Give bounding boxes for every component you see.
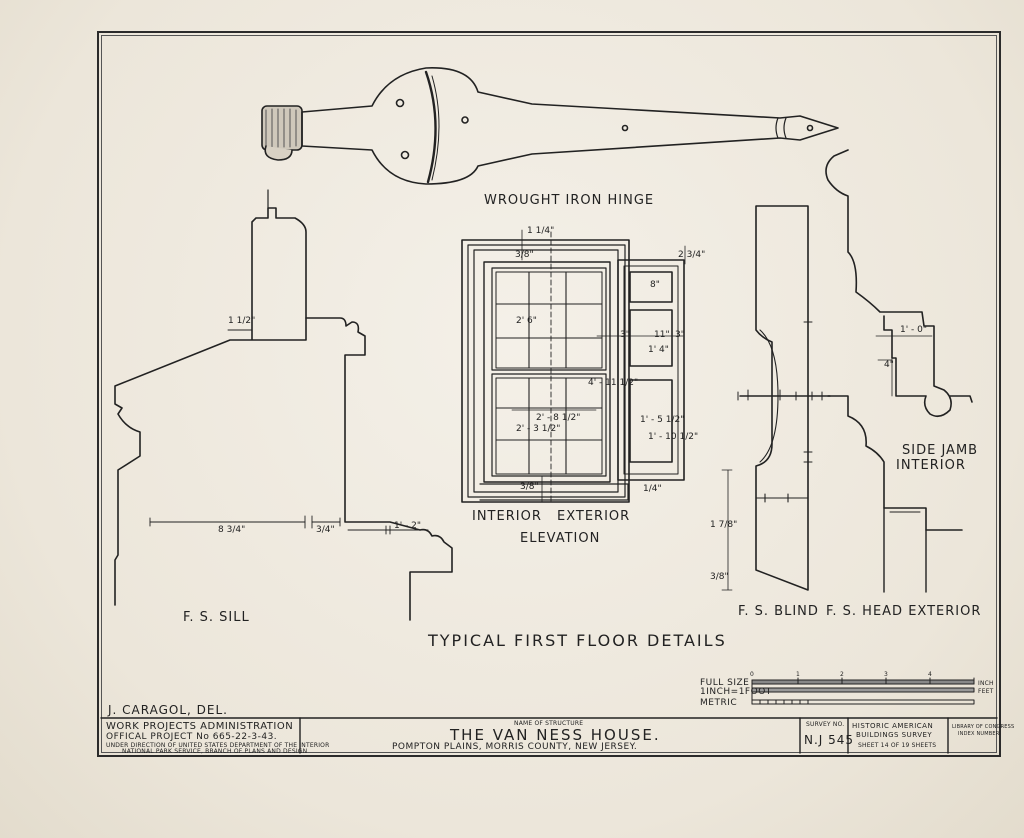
dim-elev-2-3: 2' - 3 1/2" xyxy=(516,424,561,434)
wpa-project: OFFICAL PROJECT No 665-22-3-43. xyxy=(106,732,278,742)
survey-caption: SURVEY NO. xyxy=(806,721,845,728)
index-caption: INDEX NUMBER xyxy=(958,731,1000,737)
dim-head-4: 4" xyxy=(884,360,894,370)
dim-elev-1-1-4: 1 1/4" xyxy=(527,226,555,236)
sheet-caption: TYPICAL FIRST FLOOR DETAILS xyxy=(428,631,727,650)
blind-label: F. S. BLIND xyxy=(738,604,819,619)
structure-location: POMPTON PLAINS, MORRIS COUNTY, NEW JERSE… xyxy=(392,742,638,752)
scale-metric: METRIC xyxy=(700,698,738,708)
sill-section xyxy=(114,189,453,621)
blind-section xyxy=(721,205,831,591)
sill-label: F. S. SILL xyxy=(183,610,250,625)
elevation-interior-label: INTERIOR xyxy=(472,509,542,524)
scale-tick-0: 0 xyxy=(750,671,755,678)
dim-elev-2-3-4: 2 3/4" xyxy=(678,250,706,260)
dim-elev-1-10: 1' - 10 1/2" xyxy=(648,432,699,442)
wpa-title: WORK PROJECTS ADMINISTRATION xyxy=(106,721,294,732)
dim-elev-2-6: 2' 6" xyxy=(516,316,537,326)
wrought-iron-hinge xyxy=(261,67,839,185)
scale-tick-2: 2 xyxy=(840,671,845,678)
dim-elev-1-5: 1' - 5 1/2" xyxy=(640,415,685,425)
graphic-scales xyxy=(751,677,975,705)
dim-sill-8-3-4: 8 3/4" xyxy=(218,525,246,535)
library-caption: LIBRARY OF CONGRESS xyxy=(952,724,1015,730)
dim-blind-1-7-8: 1 7/8" xyxy=(710,520,738,530)
scale-tick-4: 4 xyxy=(928,671,933,678)
side-jamb-sublabel: INTERIOR xyxy=(896,458,966,473)
dim-sill-3-4: 3/4" xyxy=(316,525,335,535)
dim-blind-3-8: 3/8" xyxy=(710,572,729,582)
wpa-direction: UNDER DIRECTION OF UNITED STATES DEPARTM… xyxy=(106,742,330,749)
head-exterior-label: F. S. HEAD EXTERIOR xyxy=(826,604,982,619)
inner-border xyxy=(101,35,997,753)
window-elevation xyxy=(461,229,686,505)
wpa-branch: NATIONAL PARK SERVICE, BRANCH OF PLANS A… xyxy=(122,748,308,755)
side-jamb-label: SIDE JAMB xyxy=(902,443,979,458)
survey-number: N.J 545 xyxy=(804,733,855,747)
dim-elev-3b: 3" xyxy=(675,330,685,340)
delineator: J. CARAGOL, DEL. xyxy=(108,703,228,717)
dim-head-1-0: 1' - 0" xyxy=(900,325,928,335)
elevation-label: ELEVATION xyxy=(520,531,601,546)
dim-elev-4-11: 4' - 11 1/2" xyxy=(588,378,639,388)
dim-elev-3-8: 3/8" xyxy=(515,250,534,260)
scale-tick-1: 1 xyxy=(796,671,801,678)
hinge-label: WROUGHT IRON HINGE xyxy=(484,193,655,208)
outer-border xyxy=(97,31,1001,757)
dim-elev-11: 11" xyxy=(654,330,670,340)
head-jamb-section xyxy=(825,149,973,593)
dim-elev-1-4b: 1/4" xyxy=(643,484,662,494)
dim-sill-1-1-2: 1 1/2" xyxy=(228,316,256,326)
scale-feet-unit: FEET xyxy=(978,688,994,695)
sheet-count: SHEET 14 OF 19 SHEETS xyxy=(858,742,937,749)
scale-inch-unit: INCH xyxy=(978,680,994,687)
dim-elev-3-8b: 3/8" xyxy=(520,482,539,492)
dim-elev-3a: 3" xyxy=(620,330,630,340)
dim-elev-8: 8" xyxy=(650,280,660,290)
title-block-lines xyxy=(100,717,998,754)
structure-name: THE VAN NESS HOUSE. xyxy=(450,726,661,744)
habs-subtitle: BUILDINGS SURVEY xyxy=(856,731,933,739)
habs-title: HISTORIC AMERICAN xyxy=(852,722,934,730)
dim-sill-1-2: 1' - 2" xyxy=(394,521,422,531)
scale-full-size: FULL SIZE xyxy=(700,678,750,688)
scale-tick-3: 3 xyxy=(884,671,889,678)
dim-elev-2-8: 2' - 8 1/2" xyxy=(536,413,581,423)
scale-inch-foot: 1INCH=1FOOT xyxy=(700,687,772,697)
elevation-exterior-label: EXTERIOR xyxy=(557,509,631,524)
structure-caption: NAME OF STRUCTURE xyxy=(514,720,584,727)
dim-elev-1-4: 1' 4" xyxy=(648,345,669,355)
